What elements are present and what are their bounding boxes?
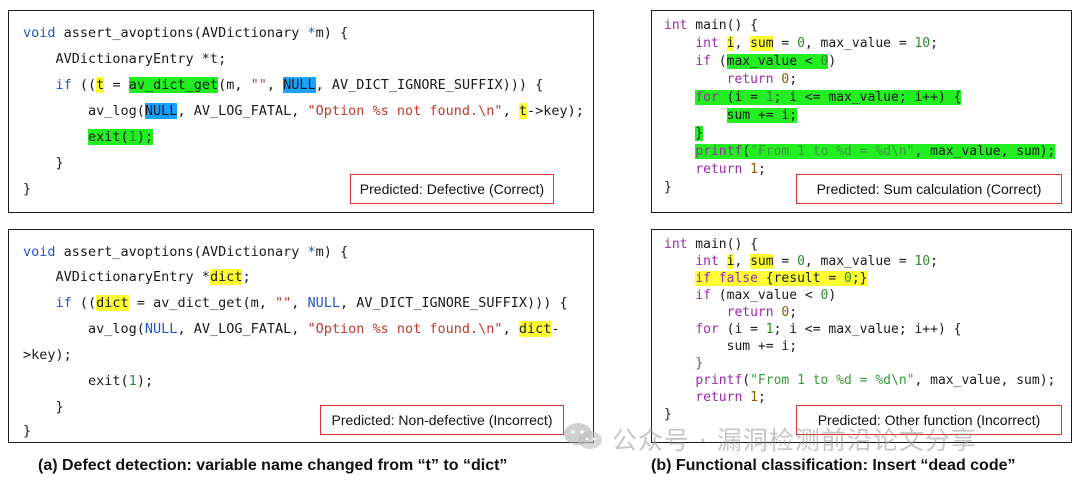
code-line: } <box>695 356 704 371</box>
prediction-label: Predicted: Defective (Correct) <box>350 174 554 204</box>
code-line: return 1; <box>695 390 766 405</box>
code-line: return 0; <box>726 305 798 320</box>
code-line: int main() { <box>664 18 758 33</box>
prediction-label: Predicted: Non-defective (Incorrect) <box>320 405 564 435</box>
wechat-logo-icon <box>564 423 602 449</box>
code-line: int i, sum = 0, max_value = 10; <box>695 36 938 51</box>
code-line: for (i = 1; i <= max_value; i++) { <box>695 90 962 105</box>
code-line: void assert_avoptions(AVDictionary *m) { <box>23 244 349 260</box>
panel-b-top: int main() { int i, sum = 0, max_value =… <box>651 10 1072 213</box>
code-line: exit(1); <box>23 373 154 389</box>
panel-a-top: void assert_avoptions(AVDictionary *m) {… <box>8 10 594 213</box>
panel-a-bottom: void assert_avoptions(AVDictionary *m) {… <box>8 229 594 443</box>
code-line: for (i = 1; i <= max_value; i++) { <box>695 322 962 337</box>
code-line: printf("From 1 to %d = %d\n", max_value,… <box>695 373 1056 388</box>
prediction-label: Predicted: Other function (Incorrect) <box>796 405 1062 435</box>
code-line: if ((dict = av_dict_get(m, "", NULL, AV_… <box>55 295 568 311</box>
code-line: >key); <box>23 347 72 363</box>
code-line: if (max_value < 0) <box>695 288 837 303</box>
code-line: } <box>23 155 64 171</box>
code-line: sum += i; <box>664 339 798 354</box>
panel-b-bottom: int main() { int i, sum = 0, max_value =… <box>651 229 1072 443</box>
code-line: if false {result = 0;} <box>695 271 868 286</box>
code-line: int i, sum = 0, max_value = 10; <box>695 254 938 269</box>
code-line: return 0; <box>726 72 798 87</box>
code-line: AVDictionaryEntry *dict; <box>23 269 251 285</box>
code-line: sum += i; <box>726 108 798 123</box>
code-line: AVDictionaryEntry *t; <box>23 51 227 67</box>
code-line: } <box>695 126 704 141</box>
code-line: int main() { <box>664 237 758 252</box>
code-line: if ((t = av_dict_get(m, "", NULL, AV_DIC… <box>55 77 544 93</box>
code-line: printf("From 1 to %d = %d\n", max_value,… <box>695 144 1056 159</box>
prediction-label: Predicted: Sum calculation (Correct) <box>796 174 1062 204</box>
code-line: av_log(NULL, AV_LOG_FATAL, "Option %s no… <box>23 103 584 119</box>
code-a-bottom: void assert_avoptions(AVDictionary *m) {… <box>9 230 568 439</box>
caption-b: (b) Functional classification: Insert “d… <box>651 457 1016 474</box>
watermark-text: 公众号 · 漏洞检测前沿论文分享 <box>612 426 977 455</box>
code-a-top: void assert_avoptions(AVDictionary *m) {… <box>9 11 584 197</box>
caption-a: (a) Defect detection: variable name chan… <box>38 457 508 474</box>
code-line: } <box>23 399 64 415</box>
code-line: return 1; <box>695 162 766 177</box>
code-line: void assert_avoptions(AVDictionary *m) { <box>23 25 349 41</box>
code-b-top: int main() { int i, sum = 0, max_value =… <box>652 11 1056 195</box>
code-line: exit(1); <box>88 129 154 145</box>
code-line: } <box>664 180 672 195</box>
code-line: av_log(NULL, AV_LOG_FATAL, "Option %s no… <box>23 321 560 337</box>
code-line: } <box>23 423 32 439</box>
code-line: } <box>664 407 672 422</box>
code-b-bottom: int main() { int i, sum = 0, max_value =… <box>652 230 1055 425</box>
code-line: if (max_value < 0) <box>695 54 837 69</box>
code-line: } <box>23 181 32 197</box>
